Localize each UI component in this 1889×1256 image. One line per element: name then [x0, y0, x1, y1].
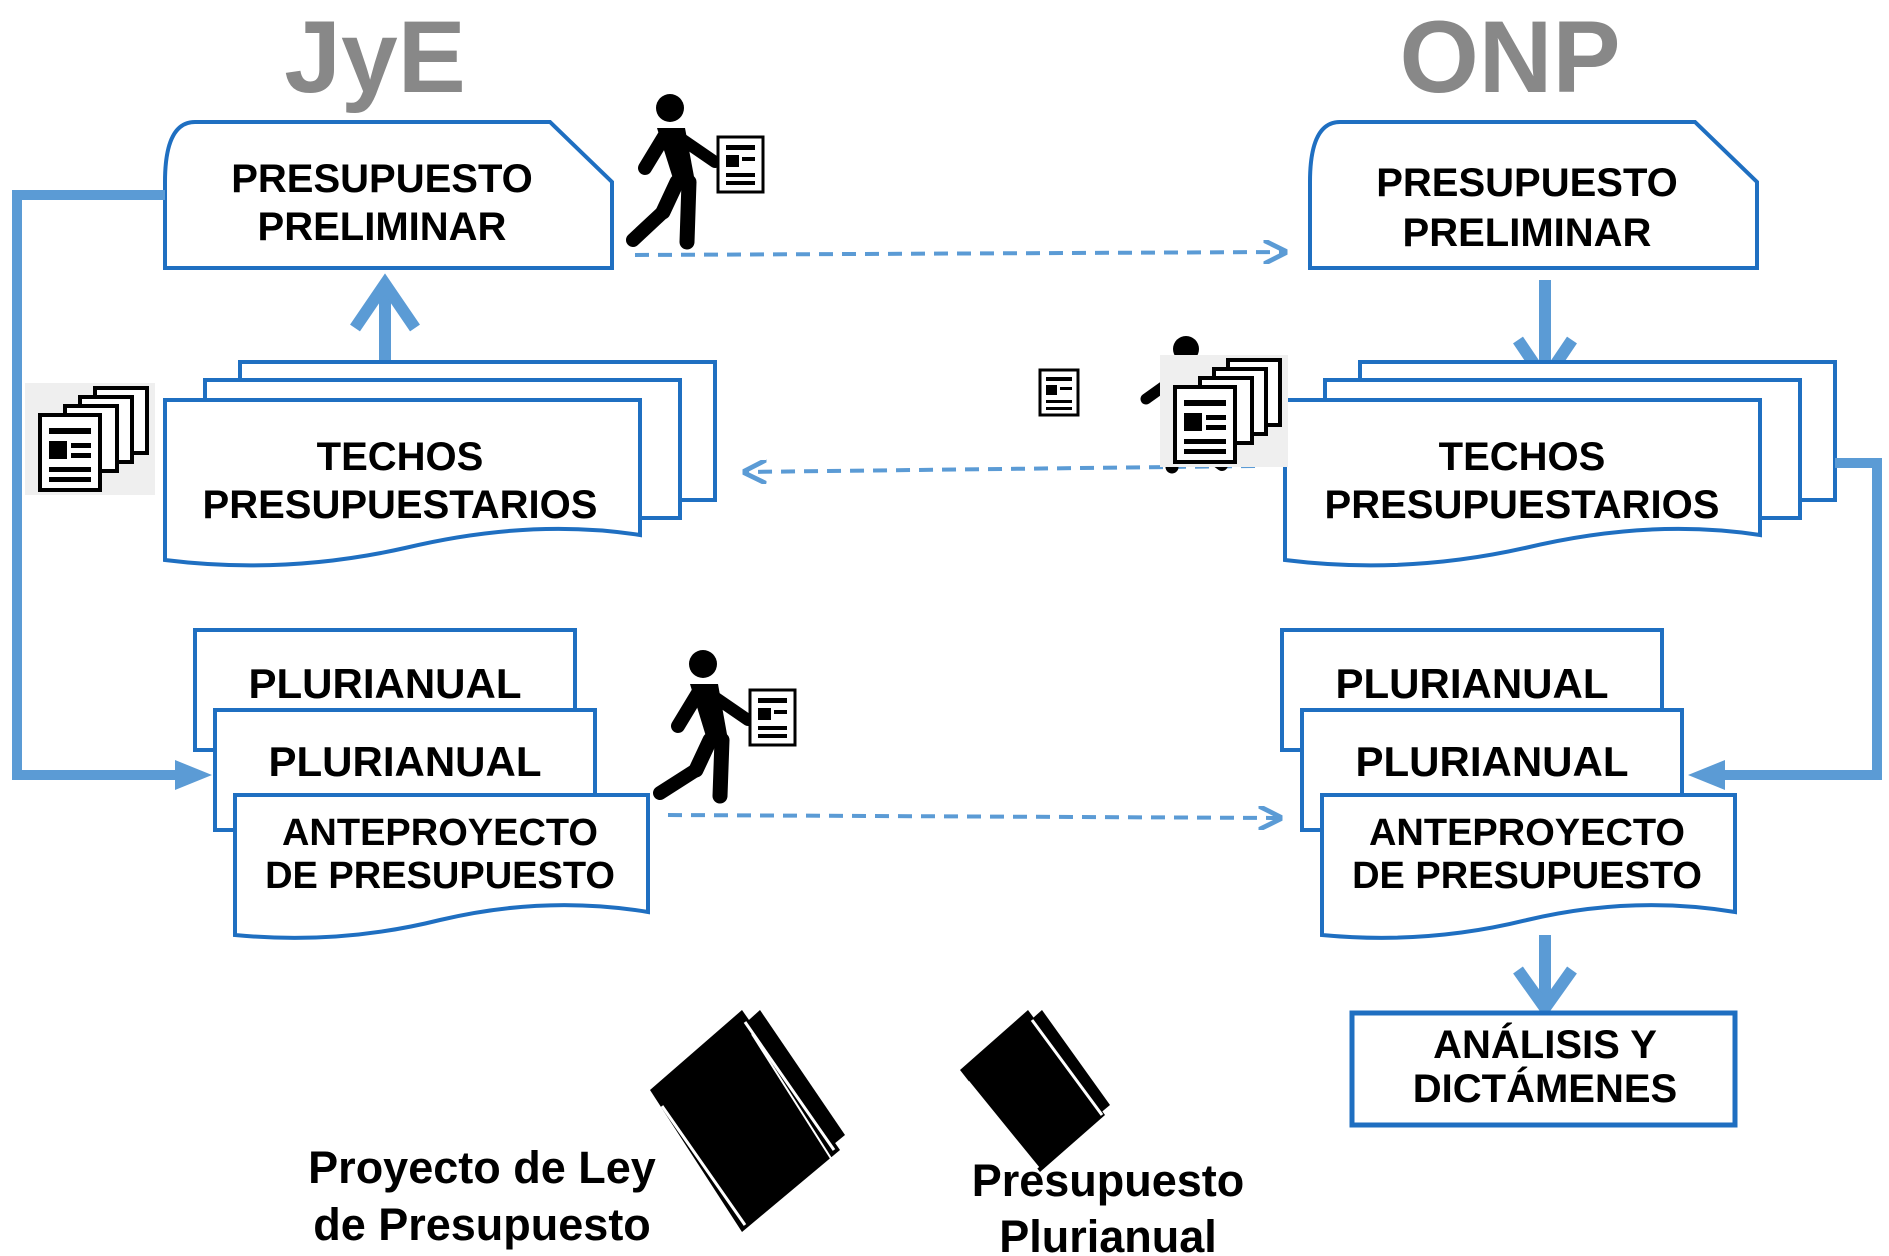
- document-stack-icon: [25, 383, 155, 495]
- onp-plurianual-stack: PLURIANUAL PLURIANUAL ANTEPROYECTO DE PR…: [1280, 628, 1737, 940]
- onp-techos-line1: TECHOS: [1439, 435, 1606, 479]
- arrow-anteproyecto-to-analisis: [1513, 935, 1577, 1019]
- proyecto-ley-line2: de Presupuesto: [313, 1199, 651, 1250]
- document-icon: [748, 688, 797, 747]
- document-icon: [716, 135, 765, 194]
- onp-plurianual-back: PLURIANUAL: [1336, 660, 1609, 707]
- arrow-loop-preliminar-to-plurianual: [12, 190, 212, 790]
- dashed-arrow-techos-to-jye: [745, 466, 1256, 472]
- document-stack-icon: [1160, 355, 1288, 467]
- jye-plurianual-back: PLURIANUAL: [249, 660, 522, 707]
- onp-analisis-line1: ANÁLISIS Y: [1433, 1022, 1657, 1067]
- onp-analisis-dictamenes: ANÁLISIS Y DICTÁMENES: [1349, 1010, 1738, 1128]
- jye-plurianual-stack: PLURIANUAL PLURIANUAL ANTEPROYECTO DE PR…: [193, 628, 650, 940]
- proyecto-ley-line1: Proyecto de Ley: [308, 1142, 656, 1193]
- dashed-arrow-preliminar-to-onp: [634, 252, 1285, 255]
- onp-techos-line2: PRESUPUESTARIOS: [1325, 483, 1720, 527]
- jye-anteproyecto-line1: ANTEPROYECTO: [282, 812, 598, 854]
- onp-techos-presupuestarios: TECHOS PRESUPUESTARIOS: [1283, 360, 1837, 568]
- open-book-icon: [650, 1010, 845, 1232]
- header-onp: ONP: [1399, 0, 1620, 114]
- onp-anteproyecto-line2: DE PRESUPUESTO: [1352, 855, 1702, 897]
- onp-preliminar-line1: PRESUPUESTO: [1376, 161, 1678, 205]
- document-icon: [1038, 368, 1080, 417]
- open-book-icon: [960, 1010, 1110, 1172]
- presupuesto-plurianual-line2: Plurianual: [999, 1211, 1217, 1256]
- jye-preliminar-line2: PRELIMINAR: [258, 205, 507, 249]
- onp-plurianual-mid: PLURIANUAL: [1356, 738, 1629, 785]
- onp-analisis-line2: DICTÁMENES: [1413, 1066, 1677, 1111]
- jye-anteproyecto-line2: DE PRESUPUESTO: [265, 855, 615, 897]
- jye-techos-presupuestarios: TECHOS PRESUPUESTARIOS: [163, 360, 717, 568]
- jye-preliminar-line1: PRESUPUESTO: [231, 157, 533, 201]
- presupuesto-plurianual-line1: Presupuesto: [972, 1155, 1245, 1206]
- walking-person-icon: [653, 650, 754, 804]
- header-jye: JyE: [284, 0, 466, 114]
- jye-techos-line1: TECHOS: [317, 435, 484, 479]
- onp-preliminar-line2: PRELIMINAR: [1403, 211, 1652, 255]
- walking-person-icon: [626, 94, 721, 250]
- arrow-loop-techos-to-plurianual: [1688, 458, 1882, 790]
- jye-presupuesto-preliminar: PRESUPUESTO PRELIMINAR: [163, 120, 614, 270]
- jye-techos-line2: PRESUPUESTARIOS: [203, 483, 598, 527]
- jye-plurianual-mid: PLURIANUAL: [269, 738, 542, 785]
- onp-presupuesto-preliminar: PRESUPUESTO PRELIMINAR: [1308, 120, 1759, 270]
- dashed-arrow-anteproyecto-to-onp: [667, 815, 1280, 818]
- onp-anteproyecto-line1: ANTEPROYECTO: [1369, 812, 1685, 854]
